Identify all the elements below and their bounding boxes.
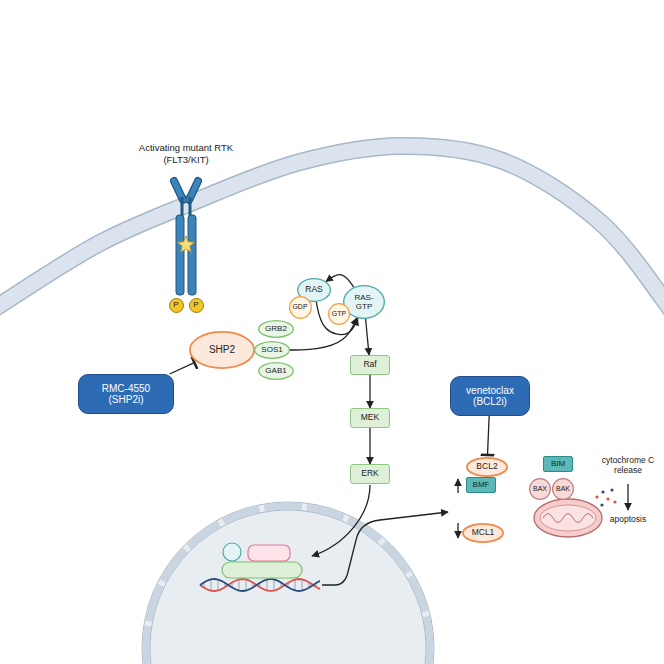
effector-circle: BAX (529, 478, 551, 500)
node-label: MCL1 (472, 528, 495, 538)
cytochrome-dots (595, 488, 616, 506)
node-label: BMF (473, 480, 490, 489)
node-label: RAS (305, 285, 322, 295)
receptor (174, 181, 198, 295)
kinase-box: ERK (350, 464, 390, 484)
node-label: BAK (556, 485, 570, 493)
node-label: ERK (361, 469, 378, 479)
protein-ellipse: SOS1 (254, 341, 290, 359)
protein-ellipse: MCL1 (462, 523, 504, 543)
mutation-star (177, 236, 194, 252)
nucleotide-circle: GTP (328, 303, 350, 325)
nucleus (142, 502, 434, 664)
phospho-site: P (169, 298, 184, 313)
bh3-box: BMF (466, 477, 496, 493)
up-arrow (457, 479, 458, 493)
node-label: venetoclax (BCL2i) (459, 385, 521, 408)
inhibitor-box: venetoclax (BCL2i) (450, 376, 530, 416)
effector-circle: BAK (552, 478, 574, 500)
node-label: BIM (551, 459, 565, 468)
nucleotide-circle: GDP (289, 296, 312, 319)
inhibitor-box: RMC-4550 (SHP2i) (78, 374, 174, 414)
node-label: P (173, 300, 178, 309)
node-label: GTP (332, 310, 346, 318)
protein-ellipse: BCL2 (466, 457, 508, 477)
mitochondrion (534, 499, 602, 537)
node-label: MEK (361, 413, 379, 423)
cell-membrane (0, 146, 664, 330)
activation-arrow (369, 428, 370, 464)
annotation-label: (FLT3/KIT) (163, 154, 208, 165)
protein-ellipse: GAB1 (258, 362, 294, 380)
kinase-box: MEK (350, 408, 390, 428)
bh3-box: BIM (543, 456, 573, 472)
phospho-site: P (189, 298, 204, 313)
apoptosis-arrow (627, 484, 628, 510)
node-label: RMC-4550 (SHP2i) (94, 383, 158, 406)
protein-ellipse: GRB2 (258, 320, 294, 338)
annotation-label: cytochrome C release (597, 455, 659, 475)
down-arrow (457, 523, 458, 538)
node-label: SOS1 (261, 345, 282, 354)
dna-helix (200, 579, 320, 591)
protein-ellipse: SHP2 (189, 331, 255, 369)
node-label: GDP (292, 303, 307, 311)
annotation-label: Activating mutant RTK (139, 142, 233, 153)
activation-arrow (326, 275, 354, 288)
activation-arrow (366, 319, 369, 355)
node-label: GAB1 (265, 366, 286, 375)
node-label: BAX (533, 485, 547, 493)
node-label: Raf (363, 360, 376, 370)
inhibition-connector (488, 416, 490, 455)
transcription-complex (222, 543, 302, 578)
transcription-arrow (322, 512, 448, 585)
inhibition-connector (170, 363, 195, 374)
activation-arrow (369, 375, 370, 408)
node-label: RAS-GTP (351, 293, 377, 311)
erk-to-nucleus-arrow (312, 485, 370, 556)
node-label: SHP2 (209, 344, 235, 356)
annotation-label: apoptosis (610, 514, 646, 524)
node-label: P (193, 300, 198, 309)
node-label: GRB2 (265, 324, 287, 333)
node-label: BCL2 (476, 462, 497, 472)
kinase-box: Raf (350, 355, 390, 375)
